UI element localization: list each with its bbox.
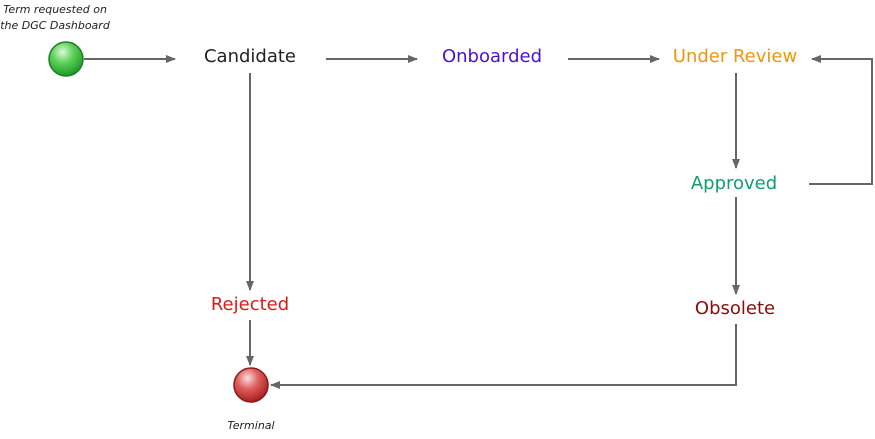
state-approved: Approved bbox=[690, 173, 778, 194]
state-rejected: Rejected bbox=[210, 294, 290, 315]
state-candidate: Candidate bbox=[203, 46, 297, 67]
transition-approved-under-review bbox=[809, 55, 873, 185]
start-note: Term requested on the DGC Dashboard bbox=[0, 2, 110, 34]
terminal-node bbox=[233, 367, 269, 403]
state-onboarded: Onboarded bbox=[441, 46, 543, 67]
terminal-note: Terminal bbox=[227, 419, 275, 432]
state-obsolete: Obsolete bbox=[694, 298, 776, 319]
state-under-review: Under Review bbox=[672, 46, 798, 67]
start-note-line-2: the DGC Dashboard bbox=[0, 19, 110, 32]
start-note-line-1: Term requested on bbox=[3, 3, 107, 16]
transition-obsolete-terminal bbox=[270, 324, 737, 389]
start-node bbox=[48, 41, 84, 77]
